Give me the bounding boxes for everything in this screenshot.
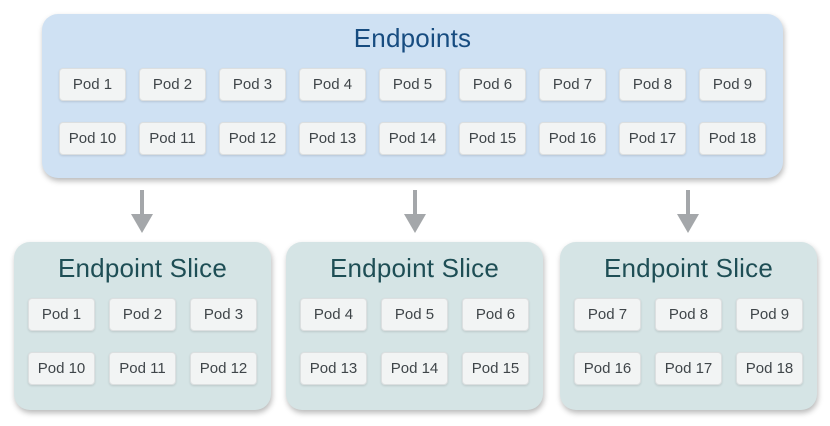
slice-pod-row-1: Pod 1 Pod 2 Pod 3 [14,298,271,331]
pod-chip: Pod 6 [462,298,529,331]
pod-chip: Pod 15 [459,122,526,155]
pod-chip: Pod 18 [699,122,766,155]
pod-chip: Pod 1 [28,298,95,331]
pod-chip: Pod 10 [59,122,126,155]
slice-pod-row-2: Pod 10 Pod 11 Pod 12 [14,352,271,385]
arrow-head [131,214,153,233]
endpoints-pod-row-1: Pod 1 Pod 2 Pod 3 Pod 4 Pod 5 Pod 6 Pod … [42,68,783,101]
pod-chip: Pod 17 [655,352,722,385]
arrow-head [677,214,699,233]
down-arrow-icon [404,190,426,233]
pod-chip: Pod 3 [190,298,257,331]
pod-chip: Pod 4 [299,68,366,101]
pod-chip: Pod 18 [736,352,803,385]
pod-chip: Pod 12 [219,122,286,155]
endpoints-box: Endpoints Pod 1 Pod 2 Pod 3 Pod 4 Pod 5 … [42,14,783,178]
pod-chip: Pod 3 [219,68,286,101]
pod-chip: Pod 1 [59,68,126,101]
endpoint-slice-title: Endpoint Slice [57,253,228,283]
pod-chip: Pod 5 [379,68,446,101]
pod-chip: Pod 2 [139,68,206,101]
pod-chip: Pod 8 [655,298,722,331]
slice-pod-row-2: Pod 13 Pod 14 Pod 15 [286,352,543,385]
pod-chip: Pod 17 [619,122,686,155]
pod-chip: Pod 14 [381,352,448,385]
pod-chip: Pod 16 [574,352,641,385]
arrow-stem [140,190,144,214]
pod-chip: Pod 7 [574,298,641,331]
endpoints-title: Endpoints [353,23,472,53]
down-arrow-icon [677,190,699,233]
arrow-stem [686,190,690,214]
pod-chip: Pod 16 [539,122,606,155]
pod-chip: Pod 4 [300,298,367,331]
endpoint-slice-box-2: Endpoint Slice Pod 4 Pod 5 Pod 6 Pod 13 … [286,242,543,410]
pod-chip: Pod 2 [109,298,176,331]
pod-chip: Pod 11 [109,352,176,385]
pod-chip: Pod 14 [379,122,446,155]
pod-chip: Pod 5 [381,298,448,331]
pod-chip: Pod 15 [462,352,529,385]
arrow-stem [413,190,417,214]
endpoint-slice-title: Endpoint Slice [603,253,774,283]
slice-pod-row-1: Pod 7 Pod 8 Pod 9 [560,298,817,331]
down-arrow-icon [131,190,153,233]
pod-chip: Pod 9 [736,298,803,331]
pod-chip: Pod 11 [139,122,206,155]
slice-pod-row-2: Pod 16 Pod 17 Pod 18 [560,352,817,385]
pod-chip: Pod 10 [28,352,95,385]
pod-chip: Pod 8 [619,68,686,101]
pod-chip: Pod 13 [300,352,367,385]
endpoints-pod-row-2: Pod 10 Pod 11 Pod 12 Pod 13 Pod 14 Pod 1… [42,122,783,155]
pod-chip: Pod 6 [459,68,526,101]
pod-chip: Pod 9 [699,68,766,101]
endpoint-slice-title: Endpoint Slice [329,253,500,283]
pod-chip: Pod 13 [299,122,366,155]
slice-pod-row-1: Pod 4 Pod 5 Pod 6 [286,298,543,331]
arrow-head [404,214,426,233]
endpoint-slice-box-3: Endpoint Slice Pod 7 Pod 8 Pod 9 Pod 16 … [560,242,817,410]
pod-chip: Pod 12 [190,352,257,385]
endpoint-slice-box-1: Endpoint Slice Pod 1 Pod 2 Pod 3 Pod 10 … [14,242,271,410]
pod-chip: Pod 7 [539,68,606,101]
